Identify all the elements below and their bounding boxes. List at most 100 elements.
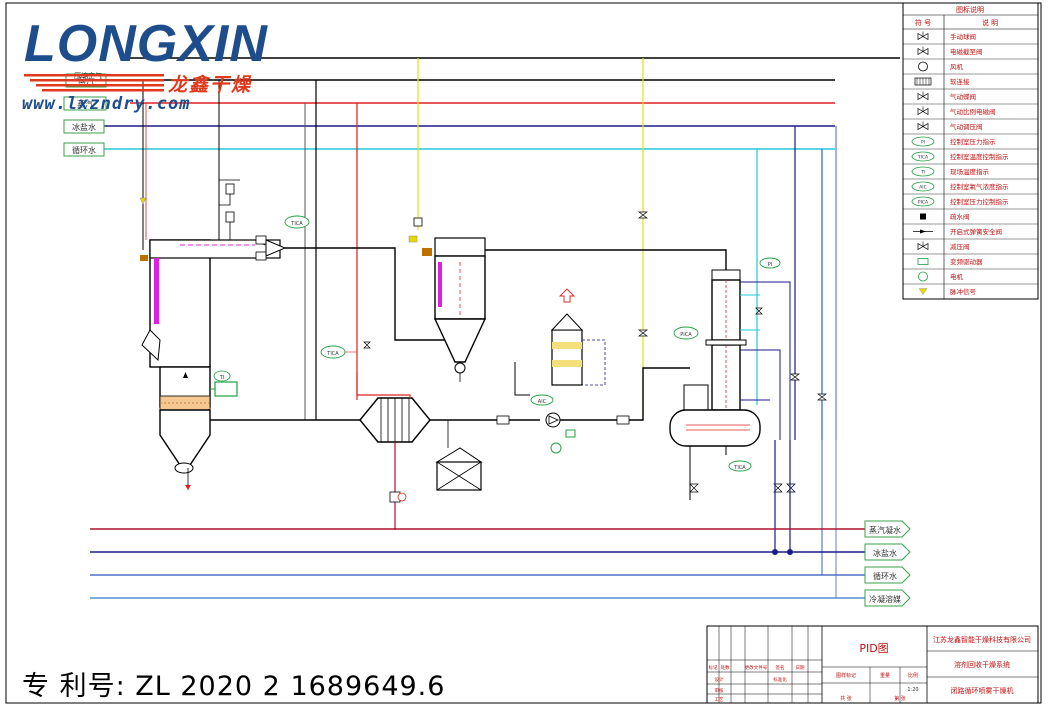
svg-text:TI: TI xyxy=(920,170,925,176)
dryer-ti-bubble xyxy=(213,370,231,382)
legend-item-label: 气动蝶阀 xyxy=(950,92,976,101)
tag-box-solvent xyxy=(864,589,911,607)
condenser-flange xyxy=(705,339,747,346)
pica-text: PICA xyxy=(680,332,692,338)
fan-blade xyxy=(548,415,559,425)
gas-line-fan-condenser xyxy=(560,367,690,421)
dryer-top-fittings: TICA xyxy=(140,179,310,261)
title-company: 江苏龙鑫智能干燥科技有限公司 xyxy=(933,635,1031,644)
dryer-motor-box xyxy=(214,381,238,397)
cyclone-outlet xyxy=(454,362,466,374)
tica-bubble-1 xyxy=(284,215,310,229)
legend-item-label: 控制室氧气浓度指示 xyxy=(950,182,1009,191)
aic-bubble xyxy=(530,394,554,406)
pulse-signal-icon xyxy=(918,288,928,295)
scrubber-loop xyxy=(582,339,606,386)
fitting-valve-d xyxy=(255,251,267,261)
dryer-outlet xyxy=(174,462,194,474)
solvent-receiver-tank: TICA xyxy=(669,384,761,500)
tag-box-brine-return xyxy=(864,543,911,561)
legend-item-label: 开启式弹簧安全阀 xyxy=(950,227,1002,236)
gas-lines xyxy=(210,247,727,421)
pneumatic-pressure-valve-icon xyxy=(917,121,929,131)
valve-drain-2 xyxy=(773,483,783,493)
cyclone-heater-bar xyxy=(438,262,442,307)
valve-air-2 xyxy=(637,211,649,219)
tica-text-1: TICA xyxy=(290,221,303,227)
pi-bubble xyxy=(759,257,781,269)
reducing-valve-icon xyxy=(917,241,929,251)
receiver-body xyxy=(669,409,761,447)
legend-item-label: 疏水阀 xyxy=(950,212,970,221)
title-scale: 1:20 xyxy=(907,687,918,693)
legend-item-label: 减压阀 xyxy=(950,242,970,251)
dryer-side-cone xyxy=(141,329,161,362)
legend-col-desc: 说 明 xyxy=(982,18,998,27)
valve-air-3 xyxy=(637,329,649,337)
title-col-change: 更改文件号 xyxy=(745,664,768,671)
cyclone-body xyxy=(434,255,486,320)
title-col-date: 日期 xyxy=(796,665,805,671)
aic-text: AIC xyxy=(538,399,547,405)
scrubber-band-2 xyxy=(552,360,582,367)
legend-item-label: 气动调压阀 xyxy=(950,122,983,131)
tag-condensate: 蒸汽凝水 xyxy=(869,525,901,535)
dryer-bottom-mark xyxy=(185,485,191,490)
legend-item-label: 手动球阀 xyxy=(950,32,976,41)
pneumatic-valve-icon xyxy=(917,91,929,101)
tag-box-condensate xyxy=(864,520,911,538)
fitting-valve-c xyxy=(255,235,267,245)
svg-text:TICA: TICA xyxy=(917,155,929,161)
scrubber-column: AIC xyxy=(530,288,606,406)
legend-item-label: 脉冲信号 xyxy=(950,287,977,296)
legend-item-label: 现场温度指示 xyxy=(950,167,990,176)
svg-text:PICA: PICA xyxy=(918,200,929,206)
cyclone-air-valve xyxy=(413,217,423,227)
legend-item-label: 风机 xyxy=(950,62,964,71)
solenoid-valve-icon xyxy=(917,46,929,56)
pi-text: PI xyxy=(768,262,773,268)
dryer-inlet-nozzle xyxy=(265,239,287,257)
top-utility-pipes xyxy=(100,57,900,150)
legend-table: 图标说明 符 号 说 明 手动球阀电磁截至阀风机软连接气动蝶阀气动比例电磁阀气动… xyxy=(902,2,1039,300)
bin-roof xyxy=(435,447,483,463)
condenser-column: PI PICA xyxy=(673,257,791,440)
title-col-count: 处数 xyxy=(721,664,730,671)
pressure-indicator-icon: PI xyxy=(911,136,935,147)
dryer-side-valve xyxy=(140,255,148,261)
tag-steam2: 蒸汽 xyxy=(77,99,93,109)
fan-inlet-joint xyxy=(496,415,510,425)
drain-valve-icon xyxy=(920,213,926,220)
valve-drain-1 xyxy=(689,483,699,493)
dust-collector-bin xyxy=(435,420,483,491)
pica-bubble xyxy=(673,326,699,340)
title-name: 闭路循环喷雾干燥机 xyxy=(951,686,1014,695)
legend-item-label: 电磁截至阀 xyxy=(950,47,983,56)
circulation-fan xyxy=(496,412,630,454)
hand-valve-icon xyxy=(917,31,929,41)
drawing-border xyxy=(5,2,1042,704)
company-logo: LONGXIN 龙鑫干燥 www.lxzndry.com xyxy=(20,14,280,124)
title-col-sign: 签名 xyxy=(776,664,785,671)
svg-text:PI: PI xyxy=(921,140,925,146)
title-project: 溶剂回收干燥系统 xyxy=(954,660,1010,669)
receiver-riser xyxy=(683,384,709,411)
tag-cooling-return: 循环水 xyxy=(873,571,897,581)
cyclone-air-mark xyxy=(408,235,418,243)
fitting-valve-a xyxy=(225,183,235,195)
temp-control-indicator-icon: TICA xyxy=(911,151,935,162)
title-weight: 重量 xyxy=(880,672,890,679)
condenser-brine-in xyxy=(740,349,781,440)
scrubber-vent-arrow xyxy=(558,288,576,303)
safety-valve-icon xyxy=(913,229,933,234)
title-sheet: 第 张 xyxy=(894,695,906,702)
legend-item-label: 气动比例电磁阀 xyxy=(950,107,996,116)
svg-text:AIC: AIC xyxy=(919,185,927,191)
cyclone-cone xyxy=(433,318,487,363)
bottom-utility-pipes: 蒸汽凝水 冰盐水 循环水 冷凝溶媒 xyxy=(90,520,911,607)
tag-brine-return: 冰盐水 xyxy=(873,548,897,558)
tica-bubble-3 xyxy=(728,460,752,472)
hx-drain-trap xyxy=(397,492,407,502)
vertical-droppers xyxy=(139,58,837,440)
